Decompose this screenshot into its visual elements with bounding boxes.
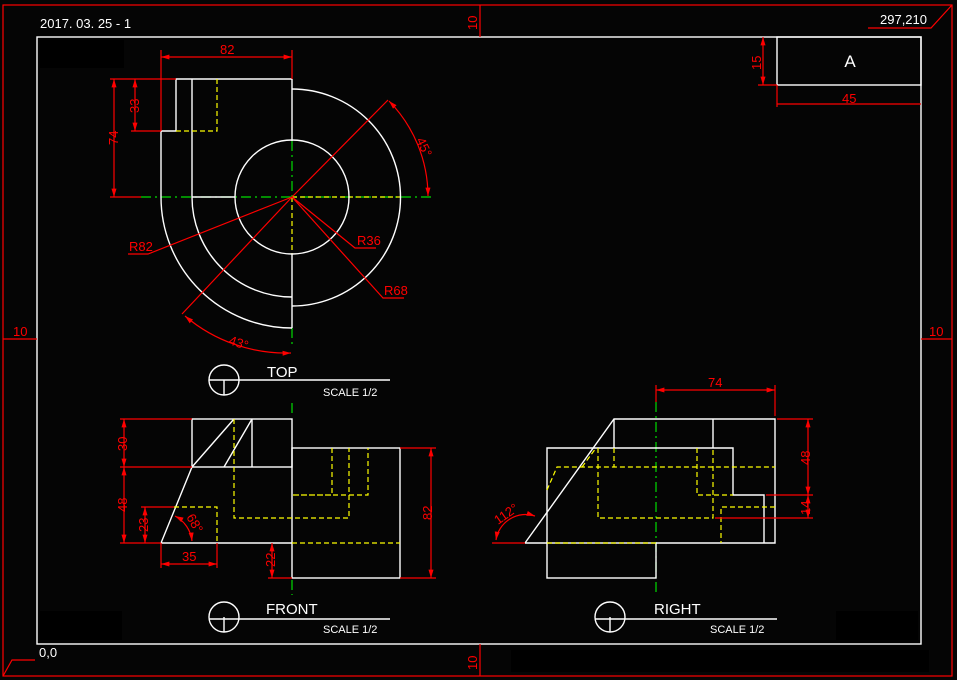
title-block[interactable]: A 15 45 [749, 36, 922, 107]
dim-label: 14 [798, 501, 813, 515]
hidden-line [174, 506, 218, 543]
hidden-line [292, 448, 369, 496]
outline [546, 542, 657, 579]
origin-leader [2, 659, 35, 677]
view-title: FRONT [266, 601, 318, 618]
extent-label: 297,210 [880, 12, 927, 27]
hidden-line [696, 448, 733, 496]
dim-label: R68 [384, 283, 408, 298]
hidden-line [581, 447, 597, 468]
view-scale: SCALE 1/2 [710, 624, 764, 636]
origin-label: 0,0 [39, 645, 57, 660]
view-title: RIGHT [654, 601, 701, 618]
angle-ray [291, 99, 389, 198]
dim-label: 82 [220, 42, 234, 57]
hidden-line [233, 419, 350, 519]
blank-block [836, 611, 918, 640]
radius-leader [291, 196, 404, 299]
dim-label: 22 [263, 553, 278, 567]
hidden-line [720, 506, 775, 543]
dim-label: 48 [798, 451, 813, 465]
middle-arc-left [191, 196, 293, 298]
dim-label: 35 [182, 549, 196, 564]
angle-arc [494, 510, 536, 541]
dim-label: 45° [413, 135, 435, 159]
top-view[interactable]: 82 74 33 45° 43° R82 R36 R68 TOP SCALE 1… [106, 42, 435, 399]
sheet-frame: 2017. 03. 25 - 1 297,210 0,0 10 10 10 10 [2, 4, 953, 677]
dim-label: 68° [183, 511, 206, 536]
dim-label: 23 [136, 518, 151, 532]
outer-arc-left [160, 196, 293, 329]
margin-left-label: 10 [13, 324, 27, 339]
angle-arc [174, 515, 194, 542]
hidden-line [176, 79, 218, 132]
outer-border [2, 4, 953, 677]
outline [546, 447, 765, 543]
dim-label: 30 [115, 437, 130, 451]
dim-label: 33 [127, 99, 142, 113]
hidden-line [546, 466, 775, 491]
outline [160, 78, 292, 197]
angle-ray [181, 196, 293, 315]
angle-arc [184, 315, 292, 356]
dim-label: 74 [106, 131, 121, 145]
extent-leader [868, 4, 953, 29]
title-width-label: 45 [842, 91, 856, 106]
right-view[interactable]: 74 48 14 112° RIGHT SCALE 1/2 [491, 375, 813, 636]
outline [191, 418, 235, 468]
margin-top-label: 10 [465, 16, 480, 30]
blank-block [511, 650, 929, 672]
date-label: 2017. 03. 25 - 1 [40, 16, 131, 31]
blank-block [40, 611, 122, 640]
outline [524, 418, 776, 544]
dim-label: 74 [708, 375, 722, 390]
outline [159, 466, 292, 544]
view-scale: SCALE 1/2 [323, 624, 377, 636]
dim-label: 48 [115, 498, 130, 512]
view-scale: SCALE 1/2 [323, 387, 377, 399]
dim-label: 112° [491, 500, 521, 527]
blank-block [40, 40, 124, 68]
title-block-box [776, 36, 922, 86]
dim-label: 43° [227, 333, 250, 353]
dim-label: 82 [420, 506, 435, 520]
inner-border [36, 36, 922, 645]
margin-bottom-label: 10 [465, 656, 480, 670]
outer-arc-right [291, 88, 402, 307]
dim-label: R36 [357, 233, 381, 248]
margin-right-label: 10 [929, 324, 943, 339]
outline [191, 418, 293, 468]
title-letter: A [844, 52, 856, 71]
angle-arc [388, 100, 431, 197]
dim-label: R82 [129, 239, 153, 254]
outline [291, 447, 401, 579]
outline [223, 418, 253, 468]
view-title: TOP [267, 364, 298, 381]
front-view[interactable]: 30 48 23 35 68° 22 82 FRONT SCALE 1/2 [115, 403, 436, 636]
radius-leader [291, 196, 376, 249]
title-height-label: 15 [749, 56, 764, 70]
radius-leader [128, 196, 293, 255]
hidden-line [597, 448, 714, 519]
